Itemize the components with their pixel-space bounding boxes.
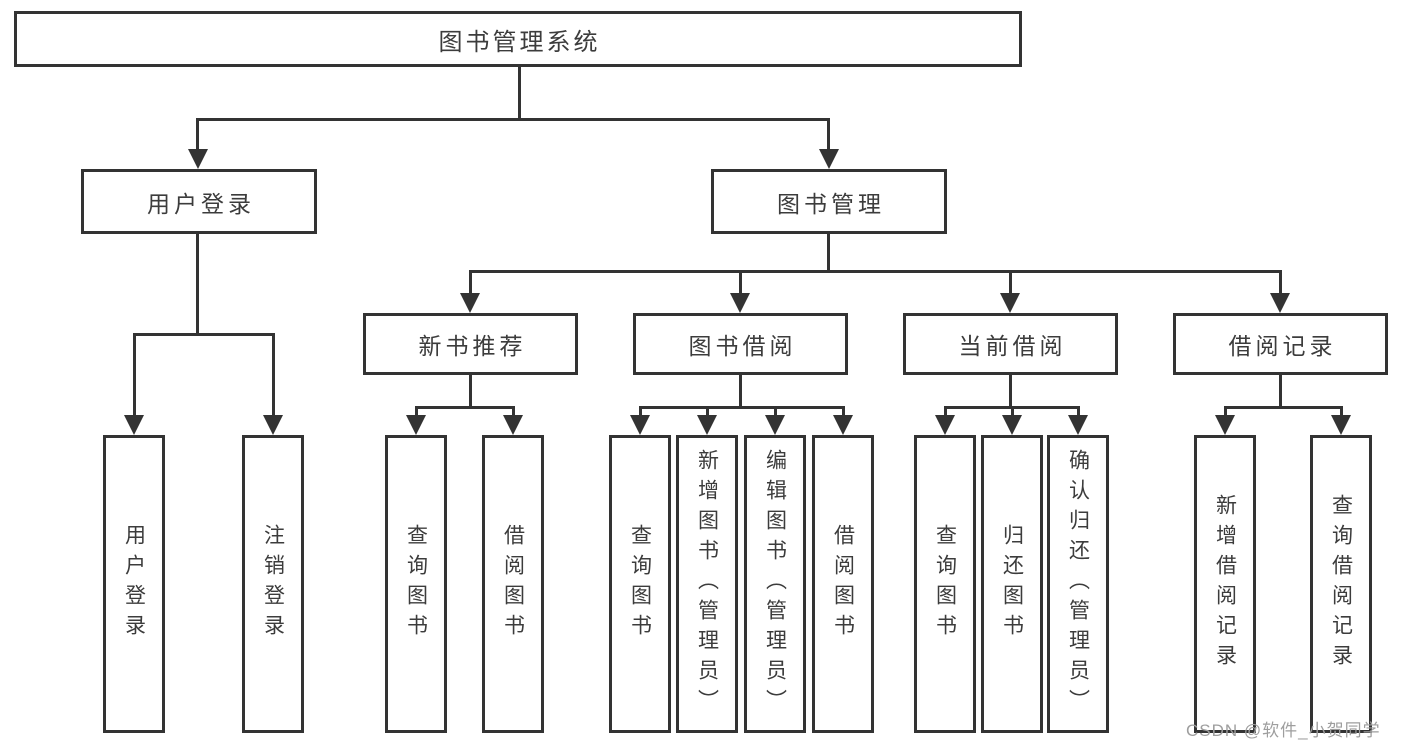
node-label: 新书推荐 (418, 333, 527, 359)
leaf-query-borrow-record: 查询借阅记录 (1310, 435, 1372, 733)
arrowhead (124, 415, 144, 435)
arrowhead (935, 415, 955, 435)
edge-drop-leaf (706, 406, 709, 417)
edge-drop-book-management (827, 118, 830, 151)
leaf-label: 确认归还（管理员） (1066, 449, 1090, 719)
node-book-management: 图书管理 (711, 169, 947, 234)
leaf-label: 新增图书（管理员） (695, 449, 719, 719)
edge-new-book-stem (469, 375, 472, 409)
edge-drop-leaf (1011, 406, 1014, 417)
leaf-confirm-return-admin: 确认归还（管理员） (1047, 435, 1109, 733)
arrowhead (697, 415, 717, 435)
node-label: 当前借阅 (958, 333, 1067, 359)
arrowhead (1000, 293, 1020, 313)
edge-book-borrow-stem (739, 375, 742, 409)
arrowhead (1215, 415, 1235, 435)
arrowhead (630, 415, 650, 435)
leaf-label: 注销登录 (261, 524, 285, 644)
leaf-label: 编辑图书（管理员） (763, 449, 787, 719)
leaf-label: 查询图书 (933, 524, 957, 644)
leaf-label: 查询借阅记录 (1329, 494, 1353, 674)
node-current-borrowing: 当前借阅 (903, 313, 1118, 375)
leaf-borrow-books-recommend: 借阅图书 (482, 435, 544, 733)
edge-drop-leaf (842, 406, 845, 417)
edge-drop-leaf (774, 406, 777, 417)
edge-drop-leaf (1224, 406, 1227, 417)
leaf-label: 借阅图书 (831, 524, 855, 644)
arrowhead (819, 149, 839, 169)
edge-root-branch (196, 118, 830, 121)
arrowhead (1270, 293, 1290, 313)
arrowhead (765, 415, 785, 435)
edge-user-login-stem (196, 234, 199, 336)
arrowhead (1002, 415, 1022, 435)
csdn-watermark: CSDN @软件_小贺同学 (1186, 721, 1381, 740)
edge-book-management-stem (827, 234, 830, 273)
leaf-query-books-current: 查询图书 (914, 435, 976, 733)
leaf-label: 查询图书 (628, 524, 652, 644)
edge-borrow-records-branch (1224, 406, 1343, 409)
edge-drop-current-borrow (1009, 270, 1012, 295)
leaf-query-books-recommend: 查询图书 (385, 435, 447, 733)
edge-book-borrow-branch (639, 406, 845, 409)
leaf-user-login: 用户登录 (103, 435, 165, 733)
edge-current-borrow-stem (1009, 375, 1012, 409)
leaf-label: 归还图书 (1000, 524, 1024, 644)
arrowhead (730, 293, 750, 313)
leaf-label: 新增借阅记录 (1213, 494, 1237, 674)
edge-user-login-branch (133, 333, 275, 336)
leaf-logout: 注销登录 (242, 435, 304, 733)
edge-drop-leaf (1340, 406, 1343, 417)
node-book-borrowing: 图书借阅 (633, 313, 848, 375)
node-library-management-system: 图书管理系统 (14, 11, 1022, 67)
arrowhead (406, 415, 426, 435)
leaf-borrow-books: 借阅图书 (812, 435, 874, 733)
edge-drop-leaf (512, 406, 515, 417)
leaf-add-borrow-record: 新增借阅记录 (1194, 435, 1256, 733)
edge-borrow-records-stem (1279, 375, 1282, 409)
edge-book-management-branch (469, 270, 1282, 273)
edge-drop-user-login (196, 118, 199, 151)
edge-drop-leaf (639, 406, 642, 417)
leaf-edit-books-admin: 编辑图书（管理员） (744, 435, 806, 733)
edge-drop-new-book (469, 270, 472, 295)
edge-drop-leaf (415, 406, 418, 417)
node-label: 图书管理 (777, 190, 885, 217)
leaf-label: 用户登录 (122, 524, 146, 644)
node-label: 图书借阅 (688, 333, 797, 359)
arrowhead (460, 293, 480, 313)
node-user-login: 用户登录 (81, 169, 317, 234)
leaf-add-books-admin: 新增图书（管理员） (676, 435, 738, 733)
leaf-label: 借阅图书 (501, 524, 525, 644)
arrowhead (1068, 415, 1088, 435)
node-new-book-recommendation: 新书推荐 (363, 313, 578, 375)
arrowhead (263, 415, 283, 435)
edge-drop-leaf (1077, 406, 1080, 417)
arrowhead (188, 149, 208, 169)
node-borrowing-records: 借阅记录 (1173, 313, 1388, 375)
leaf-return-books: 归还图书 (981, 435, 1043, 733)
edge-root-stem (518, 67, 521, 121)
leaf-label: 查询图书 (404, 524, 428, 644)
edge-new-book-branch (415, 406, 515, 409)
edge-drop-book-borrow (739, 270, 742, 295)
arrowhead (833, 415, 853, 435)
arrowhead (503, 415, 523, 435)
node-label: 图书管理系统 (438, 28, 601, 56)
edge-drop-leaf (944, 406, 947, 417)
edge-drop-borrow-records (1279, 270, 1282, 295)
leaf-query-books-borrowing: 查询图书 (609, 435, 671, 733)
node-label: 借阅记录 (1228, 333, 1337, 359)
node-label: 用户登录 (147, 190, 255, 217)
edge-drop-leaf (133, 333, 136, 417)
edge-drop-leaf (272, 333, 275, 417)
arrowhead (1331, 415, 1351, 435)
